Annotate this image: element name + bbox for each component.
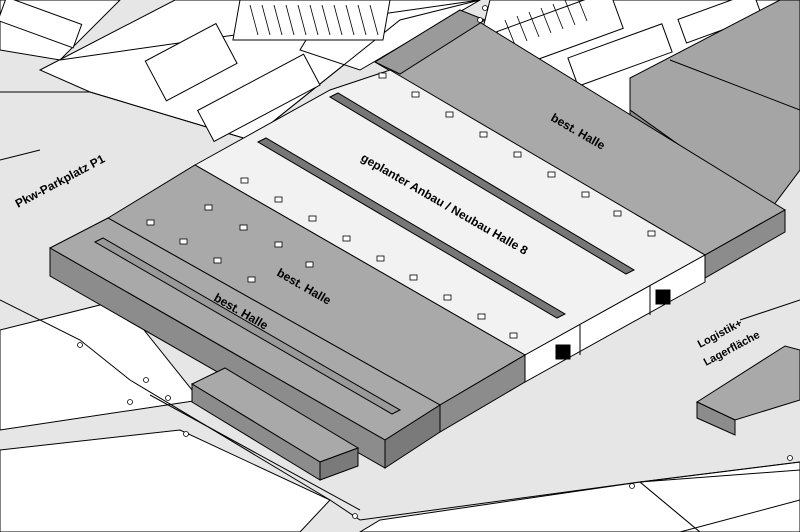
building-new-hall — [193, 69, 707, 383]
skylight-strip-upper — [328, 92, 636, 275]
parcel-south — [359, 481, 701, 532]
parking-stripes — [0, 0, 763, 143]
roof-vents — [146, 72, 656, 339]
parcel-southwest — [0, 429, 331, 532]
survey-points — [77, 5, 793, 519]
door-new-hall-2 — [655, 289, 671, 305]
building-hall-north — [373, 9, 786, 279]
parking-stripe-lines — [249, 0, 588, 46]
hall-south-ridge — [93, 237, 402, 415]
skylight-strip-lower — [256, 137, 567, 319]
door-new-hall-1 — [555, 344, 571, 360]
annex-south — [190, 367, 360, 481]
annex-logistics — [695, 345, 800, 436]
building-hall-south — [48, 217, 441, 469]
